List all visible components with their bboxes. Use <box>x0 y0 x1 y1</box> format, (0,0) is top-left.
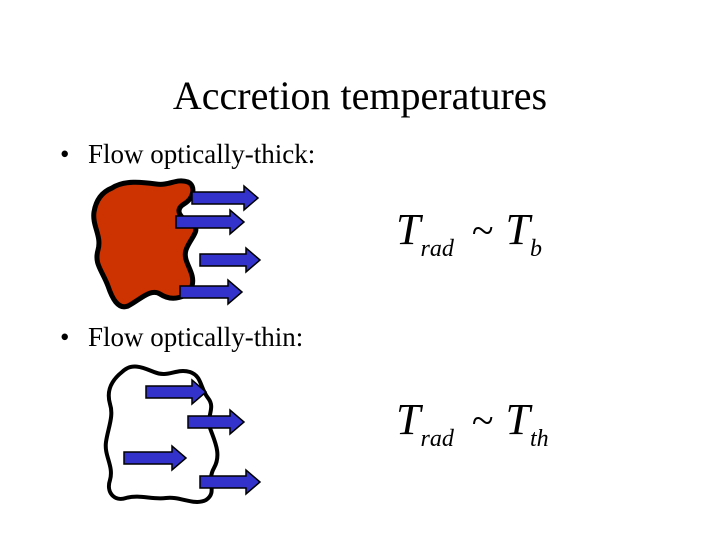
radiation-arrows <box>175 184 262 306</box>
radiation-arrow-icon <box>187 408 246 436</box>
equation-thick: Trad~Tb <box>396 204 542 262</box>
bullet-marker: • <box>60 322 70 352</box>
radiation-arrow-icon <box>175 208 246 236</box>
bullet-optically-thick: • Flow optically-thick: <box>60 137 315 171</box>
equation-lhs-subscript: rad <box>420 426 454 452</box>
equation-lhs-symbol: T <box>396 395 421 444</box>
slide-title: Accretion temperatures <box>172 73 548 118</box>
equation-thin: Trad~Tth <box>396 394 549 452</box>
radiation-arrow-icon <box>199 468 262 496</box>
bullet-optically-thin: • Flow optically-thin: <box>60 320 303 354</box>
bullet-text: Flow optically-thick: <box>88 139 316 169</box>
radiation-arrow-icon <box>191 184 260 212</box>
equation-rhs-symbol: T <box>505 395 530 444</box>
equation-rhs-symbol: T <box>505 205 530 254</box>
optically-thick-figure <box>91 178 262 310</box>
optically-thin-blob-icon <box>103 364 220 504</box>
equation-relation: ~ <box>471 208 494 253</box>
equation-lhs-subscript: rad <box>420 236 454 262</box>
bullet-marker: • <box>60 139 70 169</box>
radiation-arrow-icon <box>123 444 188 472</box>
equation-rhs-subscript: th <box>529 426 549 452</box>
equation-lhs-symbol: T <box>396 205 421 254</box>
equation-rhs-subscript: b <box>529 236 542 262</box>
optically-thin-figure <box>103 364 262 504</box>
radiation-arrows <box>123 378 262 496</box>
radiation-arrow-icon <box>199 246 262 274</box>
radiation-arrow-icon <box>179 278 244 306</box>
bullet-text: Flow optically-thin: <box>88 322 304 352</box>
radiation-arrow-icon <box>145 378 208 406</box>
equation-relation: ~ <box>471 398 494 443</box>
